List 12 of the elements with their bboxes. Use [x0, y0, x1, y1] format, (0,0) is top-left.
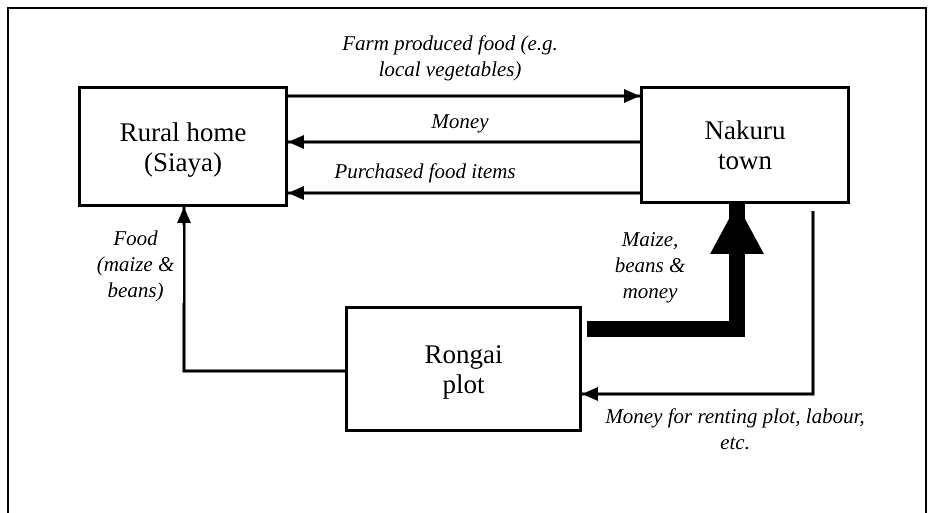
node-text: Rural home (Siaya): [118, 116, 248, 176]
arrow: [582, 211, 814, 401]
arrow: [288, 89, 640, 103]
box: [345, 306, 582, 432]
arrow: [288, 186, 640, 200]
arrow: [177, 207, 345, 372]
node-text: Nakuru town: [704, 115, 786, 175]
node-text: Rongai plot: [424, 339, 504, 399]
box: [640, 86, 850, 204]
thick-arrow: [587, 204, 764, 337]
arrow: [288, 135, 640, 149]
box: [78, 86, 288, 207]
